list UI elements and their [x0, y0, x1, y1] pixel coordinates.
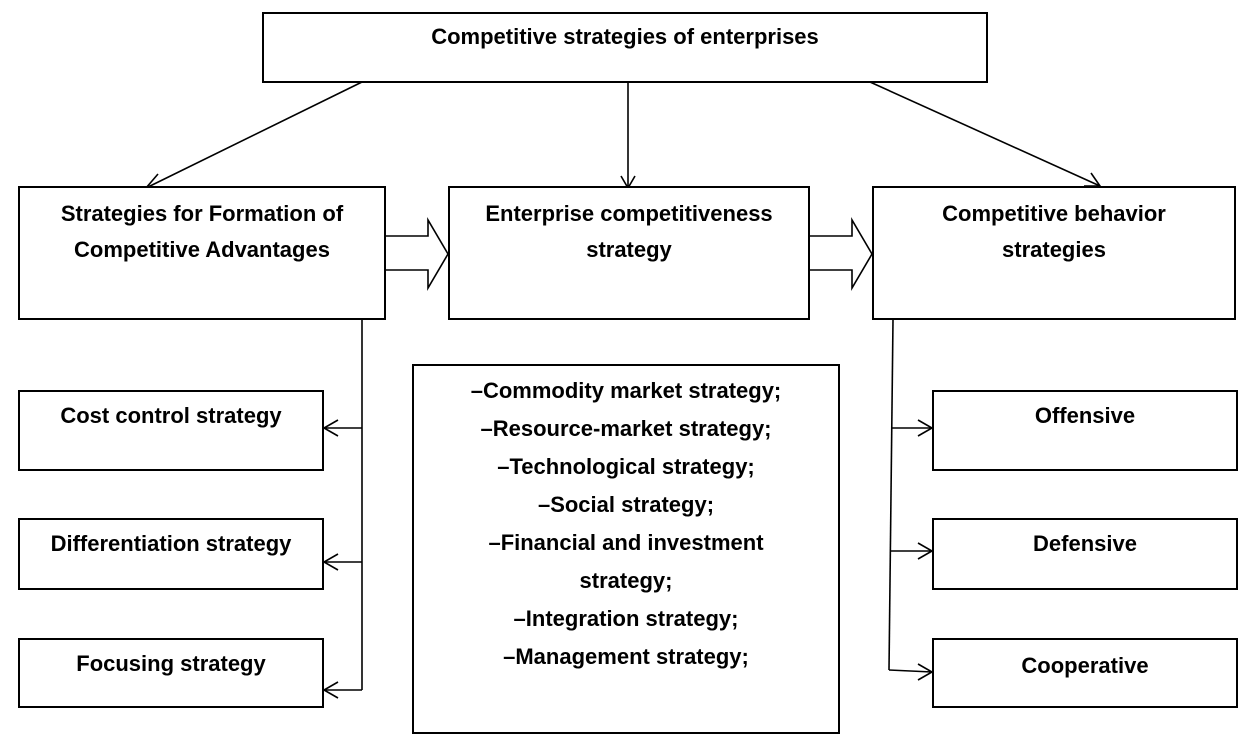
competitiveness-node: Enterprise competitiveness strategy: [448, 186, 810, 320]
differentiation-label: Differentiation strategy: [50, 531, 292, 556]
focusing-node: Focusing strategy: [18, 638, 324, 708]
arrow-root-to-behavior: [869, 81, 1101, 187]
offensive-node: Offensive: [932, 390, 1238, 471]
root-node-label: Competitive strategies of enterprises: [431, 24, 819, 49]
branch-to-cooperative: [888, 669, 933, 673]
differentiation-node: Differentiation strategy: [18, 518, 324, 590]
defensive-label: Defensive: [1033, 531, 1137, 556]
formation-node: Strategies for Formation of Competitive …: [18, 186, 386, 320]
competitiveness-node-line2: strategy: [586, 237, 672, 262]
list-item-financial-investment-cont: strategy;: [579, 568, 673, 593]
cooperative-node: Cooperative: [932, 638, 1238, 708]
cost-control-node: Cost control strategy: [18, 390, 324, 471]
cost-control-label: Cost control strategy: [60, 403, 282, 428]
block-arrow-formation-to-competitiveness: [386, 217, 449, 291]
branch-to-cost-control-head: [322, 419, 339, 437]
offensive-label: Offensive: [1034, 403, 1136, 428]
defensive-node: Defensive: [932, 518, 1238, 590]
list-item-commodity-market: –Commodity market strategy;: [470, 378, 782, 403]
list-item-management: –Management strategy;: [503, 644, 749, 669]
focusing-label: Focusing strategy: [76, 651, 266, 676]
list-item-financial-investment: –Financial and investment: [488, 530, 764, 555]
behavior-node-line1: Competitive behavior: [942, 201, 1166, 226]
list-item-integration: –Integration strategy;: [513, 606, 739, 631]
list-item-technological: –Technological strategy;: [497, 454, 755, 479]
root-node: Competitive strategies of enterprises: [262, 12, 988, 83]
branch-to-focusing-head: [322, 681, 339, 699]
competitiveness-node-line1: Enterprise competitiveness: [485, 201, 773, 226]
block-arrow-competitiveness-to-behavior: [810, 217, 873, 291]
list-item-social: –Social strategy;: [537, 492, 715, 517]
behavior-branch-line: [888, 319, 894, 671]
cooperative-label: Cooperative: [1021, 653, 1149, 678]
arrow-root-to-formation: [145, 81, 363, 189]
list-item-resource-market: –Resource-market strategy;: [480, 416, 772, 441]
competitiveness-list-box: –Commodity market strategy; –Resource-ma…: [412, 364, 840, 734]
behavior-node-line2: strategies: [1002, 237, 1106, 262]
formation-node-line1: Strategies for Formation of: [60, 201, 344, 226]
formation-node-line2: Competitive Advantages: [74, 237, 330, 262]
behavior-node: Competitive behavior strategies: [872, 186, 1236, 320]
branch-to-differentiation-head: [322, 553, 339, 571]
